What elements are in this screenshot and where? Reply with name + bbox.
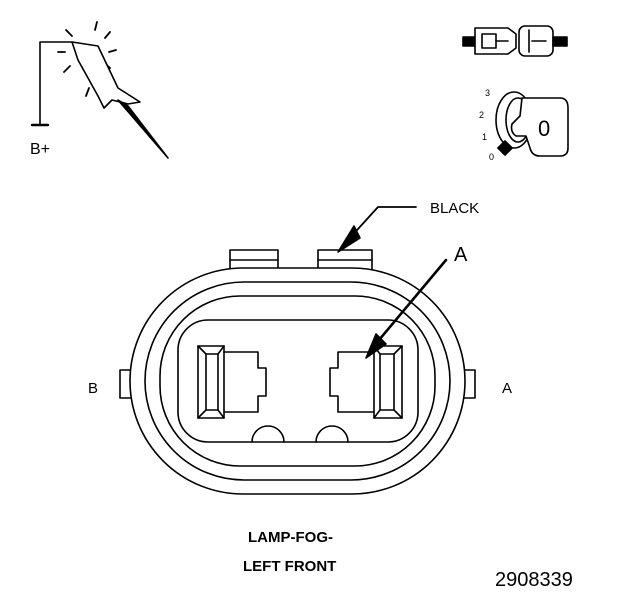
callout-label: A (454, 244, 468, 266)
wire-color-leader (337, 206, 417, 253)
terminal-a-label: A (502, 380, 513, 397)
component-name-line-2: LEFT FRONT (243, 558, 337, 575)
figure-number: 2908339 (495, 569, 573, 591)
key-position-3: 3 (485, 88, 491, 98)
test-light-icon (30, 21, 169, 159)
probe-label: B+ (30, 141, 51, 158)
wire-color-label: BLACK (430, 200, 480, 217)
connector-body (119, 249, 476, 495)
terminal-b-label: B (88, 380, 99, 397)
key-position-1: 1 (482, 132, 488, 142)
ignition-key-icon (462, 25, 569, 157)
callout-a-leader (365, 258, 448, 359)
key-position-0: 0 (489, 152, 495, 162)
key-position-2: 2 (479, 110, 485, 120)
key-symbol: 0 (538, 116, 551, 141)
component-name-line-1: LAMP-FOG- (248, 529, 333, 546)
